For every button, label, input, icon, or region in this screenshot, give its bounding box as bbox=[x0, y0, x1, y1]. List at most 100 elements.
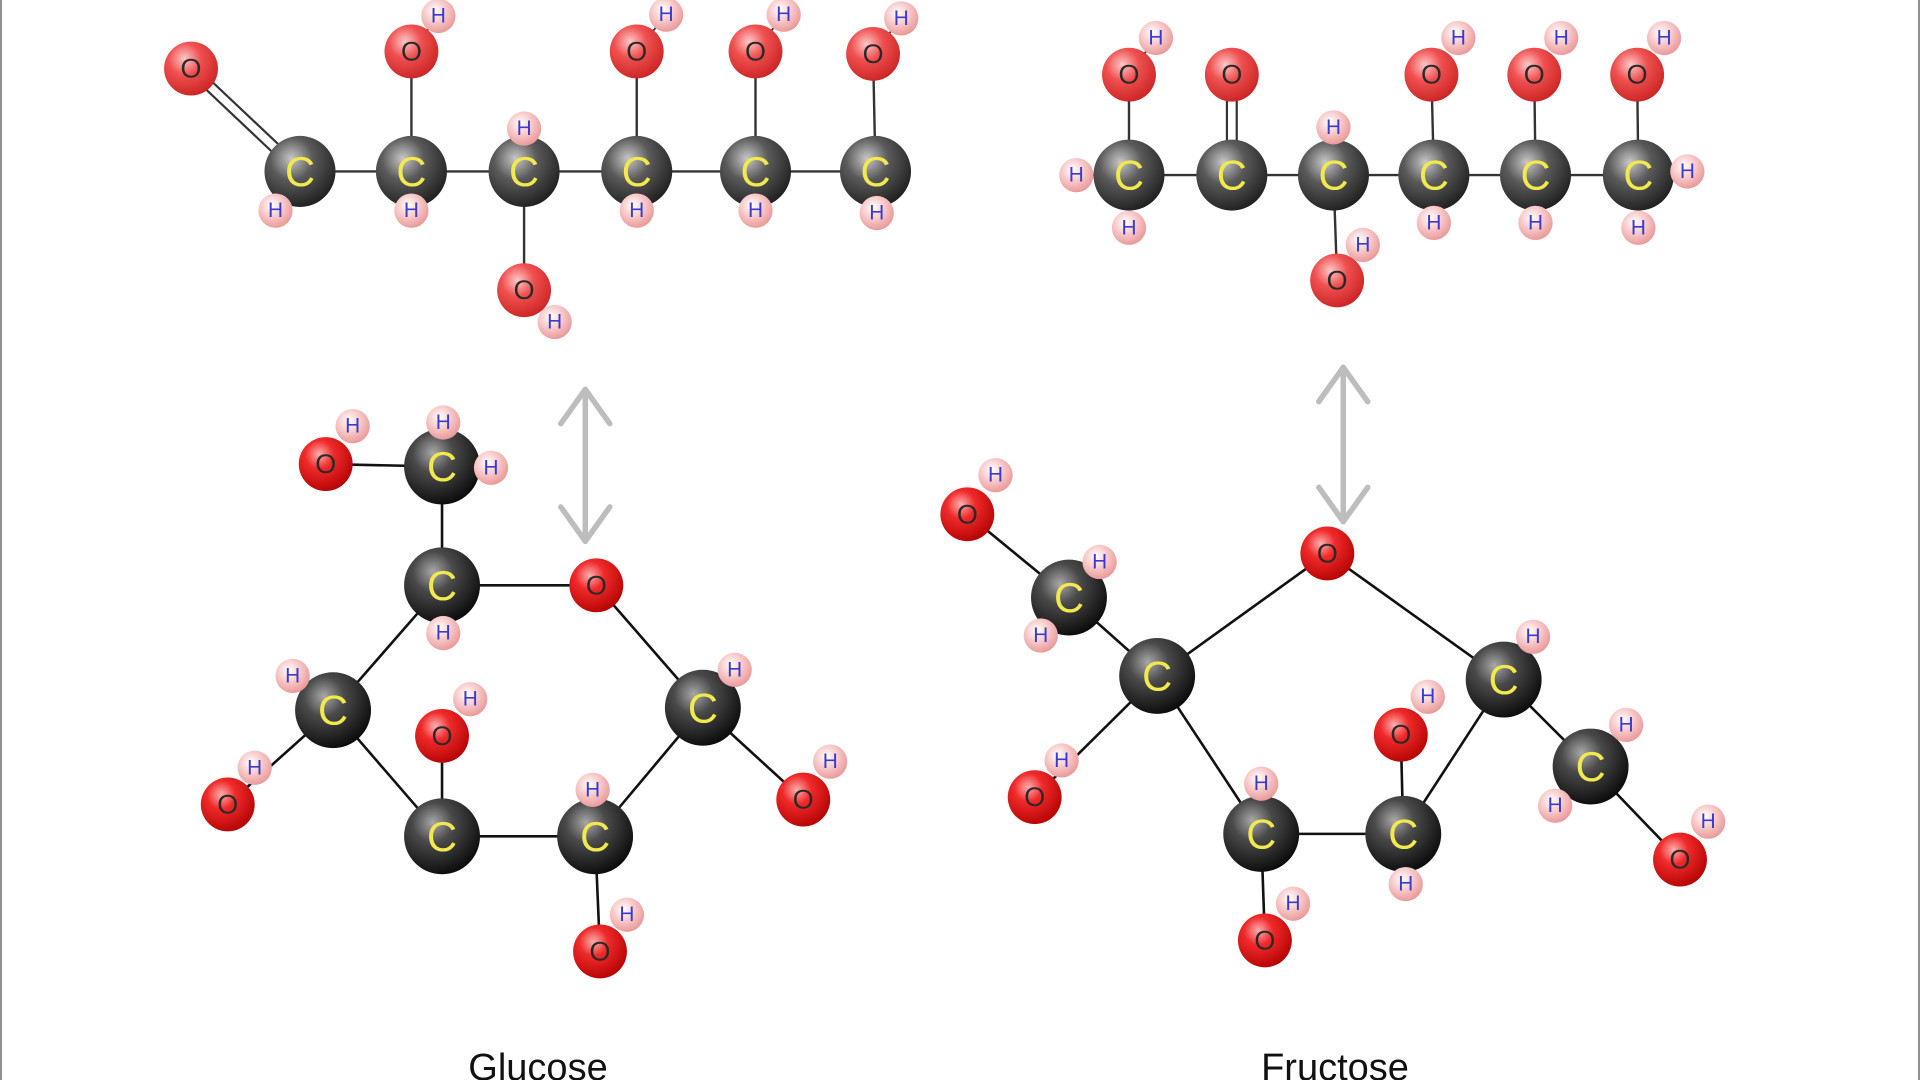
fructose-open-oxygen-2-label: O bbox=[1221, 60, 1242, 90]
fructose-open-hydrogen-c6: H bbox=[1621, 210, 1656, 245]
fructose-open-hydrogen-c6-sphere bbox=[1621, 210, 1656, 245]
fructose-ring-hydrogen-1-label: H bbox=[988, 464, 1003, 487]
fructose-open-oxygen-3-sphere bbox=[1310, 253, 1365, 308]
fructose-ring-carbon-1-sphere bbox=[1031, 559, 1107, 636]
glucose-ring-carbon-4: C bbox=[295, 672, 372, 749]
fructose-open-hydrogen-c6-right: H bbox=[1670, 154, 1705, 189]
fructose-open-hydrogen-c1-left-label: H bbox=[1069, 164, 1084, 187]
glucose-ring-ring-oxygen-label: O bbox=[586, 570, 607, 600]
fructose-ring-carbon-3: C bbox=[1223, 795, 1300, 872]
glucose-ring-oxygen-c1: O bbox=[776, 772, 831, 827]
fructose-open-oxygen-2: O bbox=[1204, 47, 1259, 102]
fructose-open-hydrogen-c3-sphere bbox=[1316, 110, 1351, 145]
fructose-ring-ring-oxygen-label: O bbox=[1317, 538, 1338, 568]
fructose-open-carbon-4-sphere bbox=[1398, 139, 1470, 211]
fructose-open-hydrogen-oh-1-sphere bbox=[1138, 20, 1174, 56]
glucose-open-hydrogen-c4-sphere bbox=[619, 193, 654, 228]
fructose-open-oxygen-5-sphere bbox=[1507, 47, 1562, 102]
fructose-ring-hydrogen-10-label: H bbox=[1619, 713, 1634, 736]
glucose-open-oxygen-3-sphere bbox=[497, 263, 552, 318]
fructose-ring-oxygen-c2-sphere bbox=[1007, 770, 1062, 825]
fructose-open-oxygen-3-label: O bbox=[1327, 265, 1348, 295]
glucose-ring-hydrogen-3-label: H bbox=[345, 415, 360, 438]
fructose-ring-oxygen-c3-label: O bbox=[1254, 925, 1275, 955]
fructose-open-carbon-2: C bbox=[1196, 139, 1268, 211]
glucose-ring-hydrogen-8-sphere bbox=[609, 897, 645, 932]
glucose-open-hydrogen-c2-sphere bbox=[394, 193, 429, 228]
glucose-open-carbon-3: C bbox=[488, 135, 560, 207]
glucose-ring-carbon-3: C bbox=[404, 798, 480, 875]
glucose-open-carbon-5: C bbox=[720, 135, 792, 207]
glucose-ring-oxygen-c2-sphere bbox=[573, 924, 627, 979]
glucose-ring-oxygen-c4: O bbox=[200, 777, 255, 832]
glucose-ring-hydrogen-4-sphere bbox=[426, 615, 461, 651]
glucose-open-hydrogen-c3-label: H bbox=[517, 117, 532, 140]
fructose-open-hydrogen-c1-left-sphere bbox=[1059, 157, 1094, 193]
glucose-ring-hydrogen-11: H bbox=[453, 682, 488, 717]
fructose-ring-hydrogen-11: H bbox=[1537, 788, 1573, 823]
glucose-open-oxygen-4-label: O bbox=[626, 36, 647, 66]
fructose-open-hydrogen-c5: H bbox=[1518, 205, 1553, 240]
glucose-ring-hydrogen-2: H bbox=[473, 450, 509, 485]
fructose-ring-hydrogen-2-label: H bbox=[1092, 551, 1107, 574]
fructose-ring-carbon-5-sphere bbox=[1465, 641, 1542, 718]
glucose-open-hydrogen-oh-3-sphere bbox=[537, 304, 572, 340]
glucose-open-carbon-3-label: C bbox=[509, 148, 539, 195]
glucose-open-carbon-5-label: C bbox=[740, 148, 770, 195]
glucose-ring-carbon-4-sphere bbox=[295, 672, 372, 749]
fructose-ring-oxygen-c3: O bbox=[1237, 913, 1292, 968]
fructose-open-hydrogen-oh-4-label: H bbox=[1657, 26, 1672, 49]
glucose-open-carbon-6-label: C bbox=[860, 148, 890, 195]
fructose-open-carbon-3: C bbox=[1297, 139, 1369, 211]
frame-edge-left bbox=[0, 0, 2, 1080]
fructose-ring-oxygen-c1: O bbox=[940, 487, 995, 542]
glucose-open-hydrogen-oh-5-label: H bbox=[776, 3, 791, 26]
glucose-open-hydrogen-c1-label: H bbox=[268, 199, 283, 222]
fructose-open-hydrogen-c1-low-label: H bbox=[1121, 216, 1136, 239]
fructose-open-hydrogen-c4: H bbox=[1416, 205, 1452, 240]
glucose-ring-carbon-6-sphere bbox=[404, 428, 480, 505]
fructose-open-oxygen-6-sphere bbox=[1610, 47, 1665, 102]
glucose-open-oxygen-1: O bbox=[164, 41, 218, 96]
glucose-ring-hydrogen-8: H bbox=[609, 897, 645, 932]
fructose-open-hydrogen-c1-left: H bbox=[1059, 157, 1094, 193]
glucose-ring-hydrogen-3-sphere bbox=[335, 408, 370, 444]
glucose-open-oxygen-3-label: O bbox=[514, 275, 535, 305]
fructose-open-oxygen-4-sphere bbox=[1404, 47, 1459, 102]
fructose-ring-hydrogen-5-label: H bbox=[1254, 772, 1269, 795]
fructose-ring-hydrogen-8-label: H bbox=[1398, 873, 1413, 896]
fructose-open-carbon-5-sphere bbox=[1500, 139, 1572, 211]
fructose-open-hydrogen-c4-label: H bbox=[1426, 211, 1441, 234]
glucose-ring-carbon-4-label: C bbox=[318, 687, 348, 734]
glucose-ring-carbon-1-sphere bbox=[664, 669, 741, 746]
glucose-ring-hydrogen-9-label: H bbox=[285, 664, 300, 687]
fructose-ring-carbon-4: C bbox=[1365, 795, 1442, 872]
fructose-open-hydrogen-c5-sphere bbox=[1518, 205, 1553, 240]
glucose-ring-hydrogen-10-label: H bbox=[247, 756, 262, 779]
glucose-open-oxygen-2-label: O bbox=[401, 36, 422, 66]
fructose-open-hydrogen-c3: H bbox=[1316, 110, 1351, 145]
fructose-ring-hydrogen-4-label: H bbox=[1054, 749, 1069, 772]
glucose-ring-carbon-5: C bbox=[404, 547, 480, 624]
fructose-ring-hydrogen-3: H bbox=[1023, 618, 1058, 653]
fructose-open-hydrogen-c6-right-sphere bbox=[1670, 154, 1705, 189]
fructose-ring-oxygen-c4: O bbox=[1373, 707, 1428, 762]
fructose-ring-hydrogen-9: H bbox=[1515, 619, 1551, 654]
glucose-open-hydrogen-oh-3-label: H bbox=[547, 311, 562, 334]
fructose-open-hydrogen-oh-2-sphere bbox=[1441, 20, 1476, 56]
fructose-open-hydrogen-oh-3-label: H bbox=[1554, 26, 1569, 49]
fructose-open-oxygen-1-label: O bbox=[1119, 60, 1140, 90]
fructose-ring-hydrogen-2: H bbox=[1082, 544, 1117, 580]
fructose-ring-carbon-6-label: C bbox=[1576, 743, 1606, 790]
fructose-ring-ring-oxygen: O bbox=[1300, 526, 1355, 581]
fructose-ring-hydrogen-4-sphere bbox=[1044, 743, 1079, 778]
glucose-ring-carbon-6: C bbox=[404, 428, 480, 505]
glucose-open-hydrogen-oh-4-label: H bbox=[659, 3, 674, 26]
glucose-ring-hydrogen-7-label: H bbox=[585, 778, 600, 801]
glucose-open-hydrogen-oh-6: H bbox=[884, 1, 919, 36]
glucose-open-hydrogen-c6-sphere bbox=[859, 195, 894, 231]
glucose-ring-oxygen-c2-label: O bbox=[590, 936, 611, 966]
fructose-open-hydrogen-oh-2-label: H bbox=[1451, 26, 1466, 49]
